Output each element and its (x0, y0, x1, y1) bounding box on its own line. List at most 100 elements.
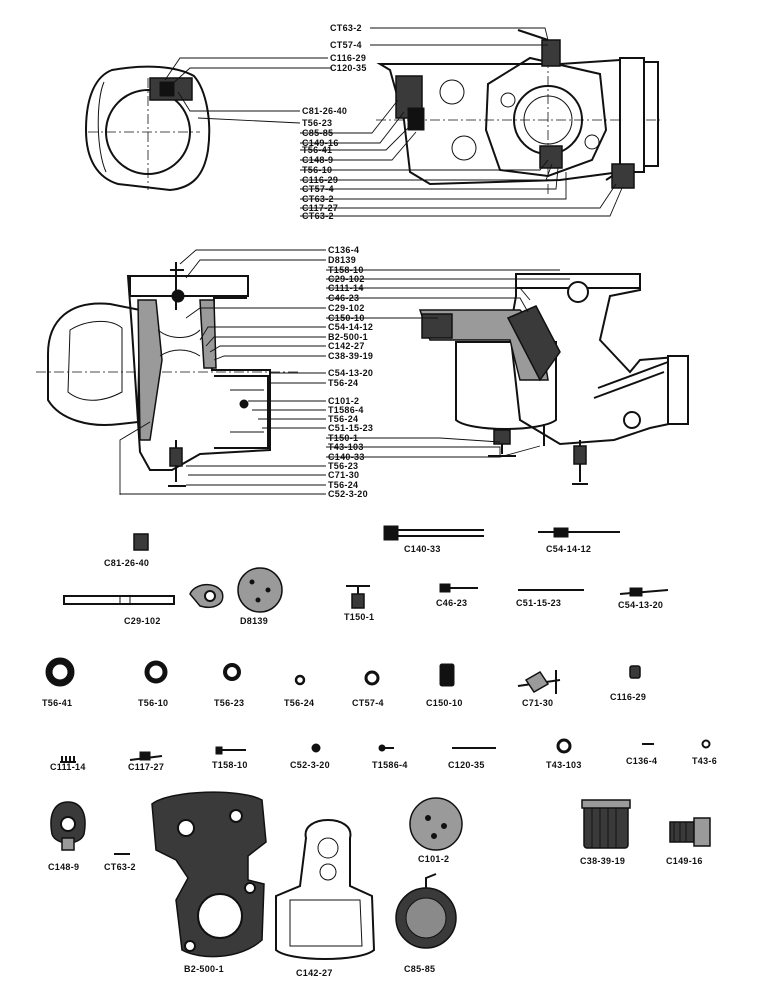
part-label: T43-103 (546, 760, 582, 770)
part-label: C81-26-40 (104, 558, 149, 568)
section-left-cover (47, 302, 142, 426)
leader-12 (300, 163, 553, 181)
part-ct63-2: CT63-2 (104, 853, 136, 872)
callout-top-14: CT63-2 (302, 194, 334, 204)
part-label: C85-85 (404, 964, 435, 974)
part-label: C52-3-20 (290, 760, 330, 770)
part-label: B2-500-1 (184, 964, 224, 974)
top-view-bolt-hole-b (584, 134, 600, 150)
part-t43-6: T43-6 (692, 739, 717, 766)
top-view-plug-nut (407, 107, 425, 131)
needle-body (629, 587, 643, 597)
part-c120-35: C120-35 (448, 747, 496, 770)
leader-s21 (326, 445, 541, 458)
part-label: C149-16 (666, 856, 703, 866)
callout-sec-10: B2-500-1 (328, 332, 368, 342)
part-label: C120-35 (448, 760, 485, 770)
leader-s5 (326, 287, 531, 301)
spring-icon (60, 756, 76, 763)
part-label: T56-24 (284, 698, 314, 708)
gasket-window (289, 899, 363, 947)
section-lower-pivot (623, 411, 641, 429)
part-d8139: D8139 (237, 567, 283, 626)
part-c140-33: C140-33 (383, 525, 484, 554)
part-t43-103: T43-103 (546, 738, 582, 770)
part-c38-39-19: C38-39-19 (580, 799, 631, 866)
part-c149-16: C149-16 (666, 817, 711, 866)
part-label: T158-10 (212, 760, 248, 770)
part-label: T43-6 (692, 756, 717, 766)
part-label: D8139 (240, 616, 268, 626)
part-label: T56-10 (138, 698, 168, 708)
part-label: C29-102 (124, 616, 161, 626)
part-t56-24: T56-24 (284, 674, 314, 708)
leader-s7 (185, 307, 326, 319)
washer-icon (364, 670, 380, 686)
callout-top-2: CT57-4 (330, 40, 362, 50)
section-idle-nut (573, 445, 587, 465)
part-t56-41: T56-41 (42, 657, 75, 708)
callout-sec-9: C54-14-12 (328, 322, 373, 332)
part-c46-23: C46-23 (436, 583, 478, 608)
section-drain-nut (493, 429, 511, 445)
part-label: T56-41 (42, 698, 72, 708)
leader-s2 (185, 259, 326, 279)
part-t150-1: T150-1 (344, 585, 374, 622)
disc-icon (237, 567, 283, 613)
callout-sec-3: T158-10 (328, 265, 364, 275)
callout-sec-25: C52-3-20 (328, 489, 368, 499)
part-label: C116-29 (610, 692, 646, 702)
callout-sec-11: C142-27 (328, 341, 365, 351)
part-c85-85: C85-85 (395, 873, 457, 974)
washer-icon (701, 739, 711, 749)
top-view-port-b (451, 135, 477, 161)
top-view-port-a (439, 79, 465, 105)
needle-icon (619, 589, 669, 595)
gasket-hole (319, 863, 337, 881)
leader-1 (370, 27, 549, 41)
bowl-nut-stem (61, 837, 75, 851)
section-main-body (126, 275, 271, 471)
filter-screen-icon (439, 663, 455, 687)
callout-sec-17: T56-24 (328, 414, 358, 424)
section-outlet-lines (230, 389, 264, 433)
gasket-ring-icon (144, 660, 168, 684)
long-screw-icon (396, 529, 484, 537)
disc-hole (255, 597, 261, 603)
leader-s9 (199, 326, 326, 341)
top-view-centerline (88, 78, 200, 190)
part-c29-102: C29-102 (63, 583, 224, 626)
section-choke-pivot (171, 289, 185, 303)
part-label: C101-2 (418, 854, 449, 864)
section-outlet-flange (667, 355, 689, 425)
leader-8 (300, 111, 405, 144)
washer-icon (294, 674, 306, 686)
part-c142-27: C142-27 (275, 819, 376, 978)
choke-hole (441, 823, 447, 829)
nut-icon (629, 665, 641, 679)
top-view-lever (517, 29, 629, 181)
callout-top-16: CT63-2 (302, 211, 334, 221)
leader-5 (177, 91, 300, 112)
lever-hole (204, 590, 216, 602)
screw-head (383, 525, 399, 541)
bowl-nut-hole (60, 816, 76, 832)
part-label: C142-27 (296, 968, 333, 978)
section-left-wall (137, 299, 163, 441)
coupling-icon (583, 803, 629, 849)
part-label: C71-30 (522, 698, 553, 708)
screw-head (378, 744, 386, 752)
leader-15 (300, 183, 617, 209)
top-view-assembly (84, 29, 660, 196)
gasket-hole (317, 837, 339, 859)
top-view-bowl-shade (97, 81, 107, 173)
plug-bolt-head (693, 817, 711, 847)
part-label: T1586-4 (372, 760, 408, 770)
part-c150-10: C150-10 (426, 663, 462, 708)
section-outlet-tube (214, 375, 269, 449)
section-float-bowl (455, 341, 557, 430)
part-label: CT57-4 (352, 698, 384, 708)
part-t56-23: T56-23 (214, 663, 244, 708)
coupling-threads (591, 804, 617, 848)
